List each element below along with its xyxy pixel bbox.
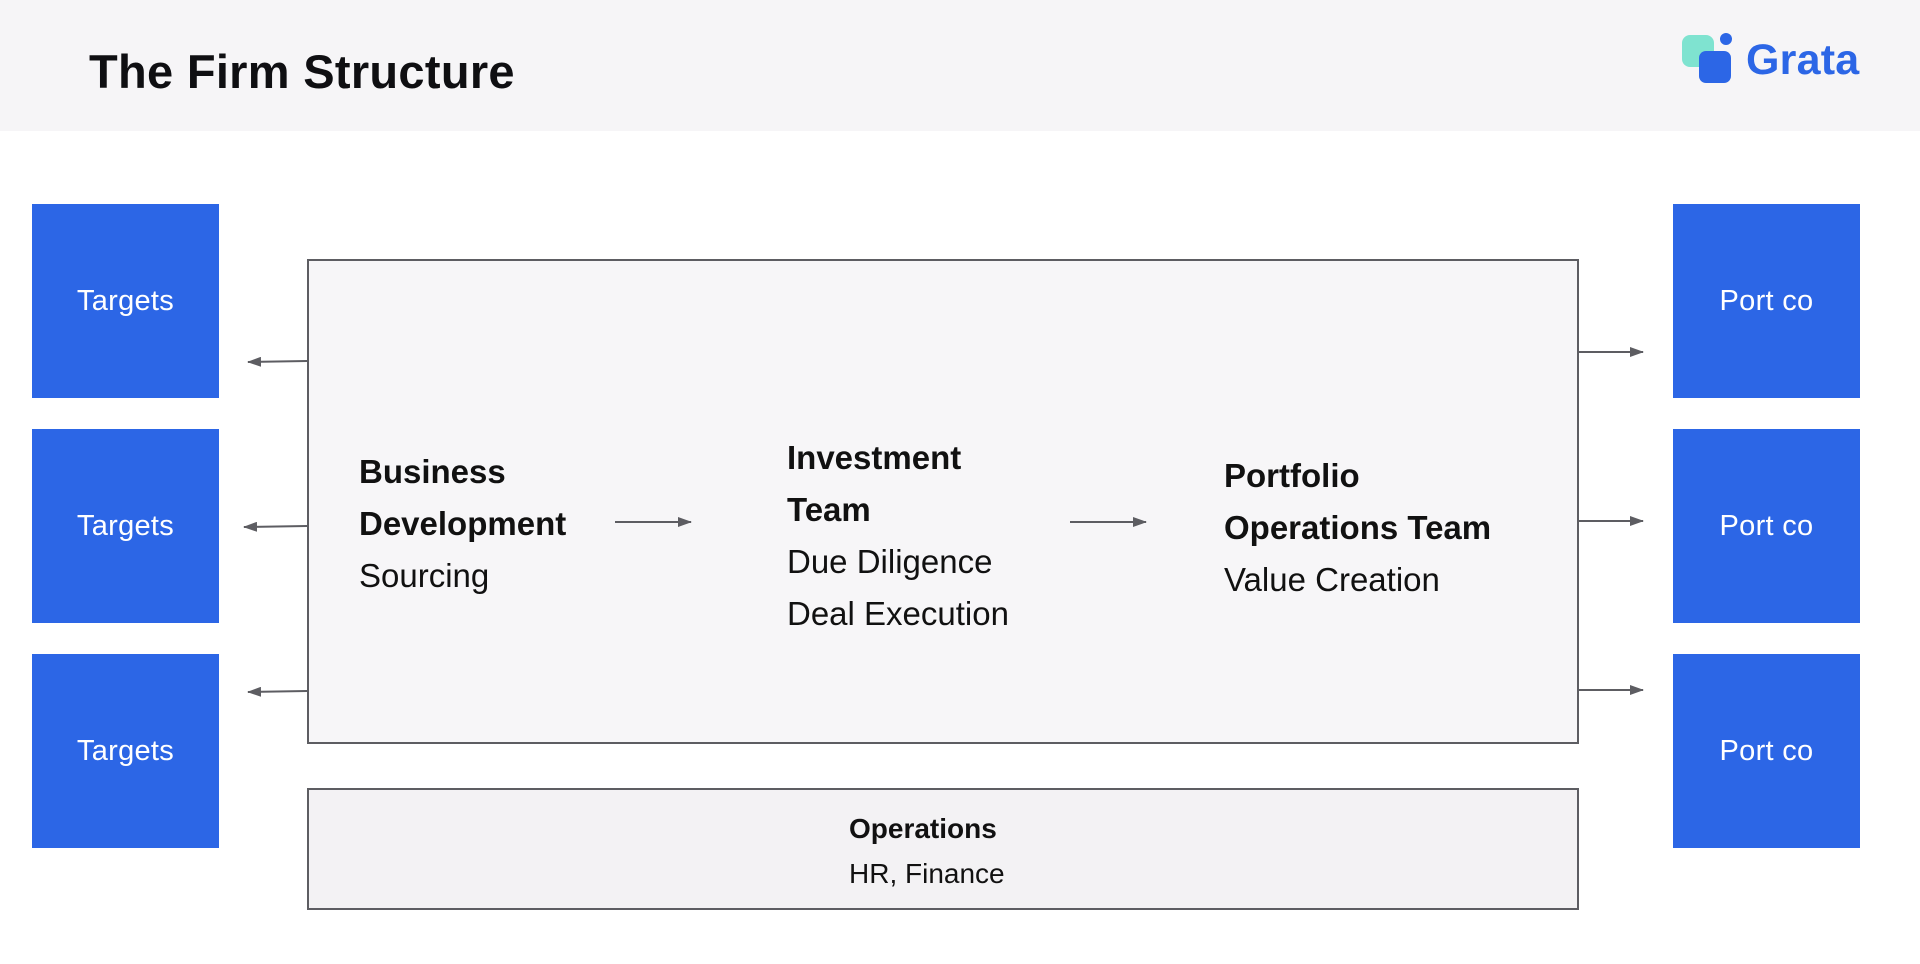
operations-box xyxy=(307,788,1579,910)
arrow-to-targets-3 xyxy=(247,686,308,697)
firm-box xyxy=(307,259,1579,744)
portfolio-ops-title-2: Operations Team xyxy=(1224,509,1492,546)
grata-logo-icon xyxy=(1682,33,1736,87)
portco-box-3: Port co xyxy=(1673,654,1860,848)
targets-box-1: Targets xyxy=(32,204,219,398)
arrow-to-targets-1 xyxy=(247,356,308,367)
targets-box-3: Targets xyxy=(32,654,219,848)
arrow-to-targets-2 xyxy=(243,521,308,532)
portfolio-ops-subtitle: Value Creation xyxy=(1224,561,1440,598)
investment-team-subtitle-1: Due Diligence xyxy=(787,543,993,580)
business-development-title-2: Development xyxy=(359,505,567,542)
targets-box-2: Targets xyxy=(32,429,219,623)
investment-team-block: Investment Team Due Diligence Deal Execu… xyxy=(787,432,1009,640)
business-development-subtitle: Sourcing xyxy=(359,557,490,594)
portco-box-2: Port co xyxy=(1673,429,1860,623)
investment-team-subtitle-2: Deal Execution xyxy=(787,595,1009,632)
operations-block: Operations HR, Finance xyxy=(849,806,1005,896)
portfolio-ops-title-1: Portfolio xyxy=(1224,457,1360,494)
business-development-block: Business Development Sourcing xyxy=(359,446,566,602)
grata-logo[interactable]: Grata xyxy=(1682,33,1859,87)
operations-subtitle: HR, Finance xyxy=(849,858,1005,889)
operations-title: Operations xyxy=(849,813,997,844)
business-development-title-1: Business xyxy=(359,453,506,490)
logo-text: Grata xyxy=(1746,35,1860,84)
logo-square-front xyxy=(1699,51,1731,83)
page-title: The Firm Structure xyxy=(89,45,515,98)
investment-team-title-1: Investment xyxy=(787,439,962,476)
portco-box-1: Port co xyxy=(1673,204,1860,398)
portfolio-ops-block: Portfolio Operations Team Value Creation xyxy=(1224,450,1491,606)
logo-dot xyxy=(1720,33,1732,45)
header-band: The Firm Structure Grata xyxy=(0,0,1920,131)
investment-team-title-2: Team xyxy=(787,491,871,528)
